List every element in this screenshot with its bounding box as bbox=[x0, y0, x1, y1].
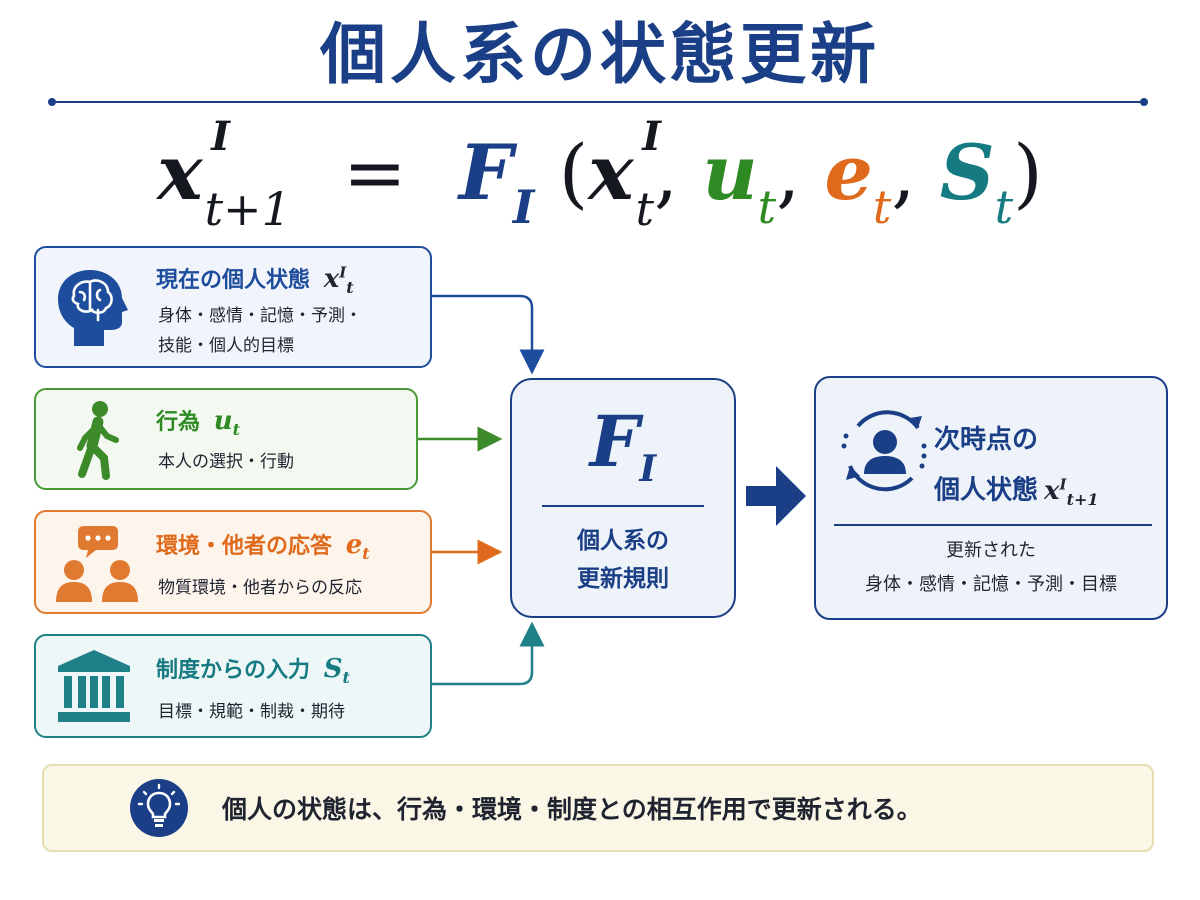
eq-lhs-sup: I bbox=[211, 113, 230, 160]
eq-lhs-sub: t+1 bbox=[204, 182, 291, 236]
env-desc: 物質環境・他者からの反応 bbox=[158, 578, 362, 598]
eq-open-paren: ( bbox=[558, 128, 589, 217]
inst-title-row: 制度からの入力 St bbox=[156, 652, 350, 687]
eq-func-sub: I bbox=[512, 180, 535, 234]
eq-comma: , bbox=[654, 128, 679, 217]
next-desc-line2: 身体・感情・記憶・予測・目標 bbox=[865, 574, 1117, 595]
arrow-rule-to-next bbox=[746, 466, 806, 526]
eq-arg4-var: S bbox=[939, 128, 995, 217]
summary-text: 個人の状態は、行為・環境・制度との相互作用で更新される。 bbox=[222, 795, 922, 824]
state-symbol-var: x bbox=[323, 264, 340, 294]
action-symbol: ut bbox=[213, 406, 240, 440]
next-symbol: xIt+1 bbox=[1044, 475, 1099, 509]
next-divider bbox=[834, 524, 1152, 526]
lightbulb-icon bbox=[130, 779, 188, 837]
people-speech-icon bbox=[56, 526, 138, 602]
eq-func: F bbox=[458, 128, 513, 217]
rule-symbol-sub: I bbox=[639, 448, 657, 490]
eq-arg1-sup: I bbox=[642, 113, 661, 160]
env-symbol: et bbox=[345, 530, 370, 564]
input-current-state: 現在の個人状態 xIt 身体・感情・記憶・予測・ 技能・個人的目標 bbox=[34, 246, 432, 368]
head-brain-icon bbox=[58, 270, 128, 346]
eq-comma: , bbox=[891, 128, 916, 217]
rule-divider bbox=[542, 505, 704, 507]
action-symbol-sub: t bbox=[232, 420, 240, 440]
eq-arg3-sub: t bbox=[872, 180, 892, 234]
eq-equals: = bbox=[343, 128, 407, 217]
inst-title: 制度からの入力 bbox=[156, 658, 311, 683]
rule-label-line1: 個人系の bbox=[577, 528, 669, 554]
walking-person-icon bbox=[77, 401, 119, 480]
eq-arg4-sub: t bbox=[994, 180, 1014, 234]
env-title-row: 環境・他者の応答 et bbox=[156, 528, 370, 563]
input-action: 行為 ut 本人の選択・行動 bbox=[34, 388, 418, 490]
eq-comma: , bbox=[776, 128, 801, 217]
action-desc: 本人の選択・行動 bbox=[158, 452, 294, 472]
institution-building-icon bbox=[58, 650, 130, 722]
page-title: 個人系の状態更新 bbox=[320, 16, 880, 93]
action-title-row: 行為 ut bbox=[156, 404, 240, 439]
eq-arg2-var: u bbox=[702, 128, 758, 217]
state-desc-line2: 技能・個人的目標 bbox=[158, 336, 294, 356]
next-symbol-sup: I bbox=[1059, 475, 1067, 493]
eq-arg1-var: x bbox=[588, 128, 634, 217]
update-rule-box: FI 個人系の 更新規則 bbox=[510, 378, 736, 618]
state-symbol-sub: t bbox=[346, 278, 354, 298]
next-state-desc: 更新された 身体・感情・記憶・予測・目標 bbox=[816, 534, 1166, 602]
inst-desc: 目標・規範・制裁・期待 bbox=[158, 702, 345, 722]
title-divider bbox=[52, 101, 1146, 103]
env-symbol-sub: t bbox=[362, 544, 370, 564]
next-title-line1: 次時点の bbox=[934, 425, 1039, 455]
person-cycle-icon bbox=[841, 410, 927, 492]
inst-symbol-var: S bbox=[323, 654, 343, 684]
inst-symbol-sub: t bbox=[342, 668, 350, 688]
eq-arg2-sub: t bbox=[757, 180, 777, 234]
inst-symbol: St bbox=[323, 654, 350, 688]
eq-arg1-sub: t bbox=[635, 182, 655, 236]
env-symbol-var: e bbox=[345, 530, 363, 560]
env-title: 環境・他者の応答 bbox=[156, 534, 333, 559]
rule-symbol: FI bbox=[512, 402, 734, 509]
rule-symbol-var: F bbox=[589, 400, 640, 483]
state-desc-line1: 身体・感情・記憶・予測・ bbox=[158, 306, 362, 326]
next-symbol-sub: t+1 bbox=[1066, 489, 1099, 509]
state-title-row: 現在の個人状態 xIt bbox=[156, 262, 354, 297]
eq-close-paren: ) bbox=[1013, 128, 1043, 217]
eq-arg3-var: e bbox=[824, 128, 873, 217]
rule-label: 個人系の 更新規則 bbox=[512, 522, 734, 598]
summary-callout: 個人の状態は、行為・環境・制度との相互作用で更新される。 bbox=[42, 764, 1154, 852]
eq-lhs-var: x bbox=[157, 128, 203, 217]
input-environment: 環境・他者の応答 et 物質環境・他者からの反応 bbox=[34, 510, 432, 614]
rule-label-line2: 更新規則 bbox=[577, 566, 669, 592]
input-institution: 制度からの入力 St 目標・規範・制裁・期待 bbox=[34, 634, 432, 738]
action-symbol-var: u bbox=[213, 406, 233, 436]
next-desc-line1: 更新された bbox=[946, 540, 1036, 561]
state-symbol: xIt bbox=[323, 263, 354, 298]
next-symbol-var: x bbox=[1044, 475, 1060, 506]
rule-dot-right bbox=[1140, 98, 1148, 106]
action-title: 行為 bbox=[156, 410, 201, 435]
arrow-inst-to-rule bbox=[432, 621, 545, 686]
arrow-state-to-rule bbox=[432, 294, 545, 375]
next-title-line2: 個人状態 bbox=[934, 475, 1039, 506]
state-title: 現在の個人状態 bbox=[156, 268, 311, 293]
state-symbol-sup: I bbox=[339, 263, 347, 282]
